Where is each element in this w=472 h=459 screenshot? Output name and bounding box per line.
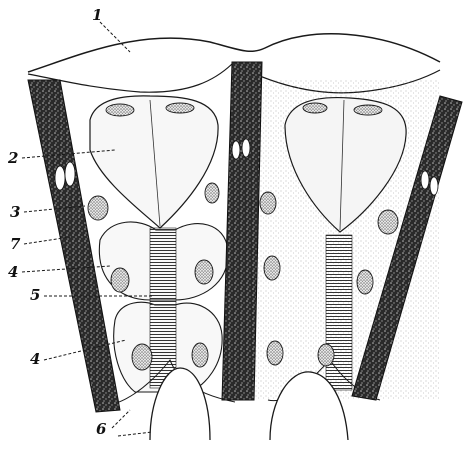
label-4-upper: 4 <box>8 265 18 280</box>
label-7: 7 <box>10 237 20 252</box>
leader-6 <box>112 410 130 428</box>
label-6: 6 <box>96 422 106 437</box>
label-5: 5 <box>30 288 40 303</box>
label-1: 1 <box>92 8 102 23</box>
label-3: 3 <box>10 205 20 220</box>
label-4-lower: 4 <box>30 352 40 367</box>
leader-6b <box>118 432 152 436</box>
label-2: 2 <box>8 151 18 166</box>
